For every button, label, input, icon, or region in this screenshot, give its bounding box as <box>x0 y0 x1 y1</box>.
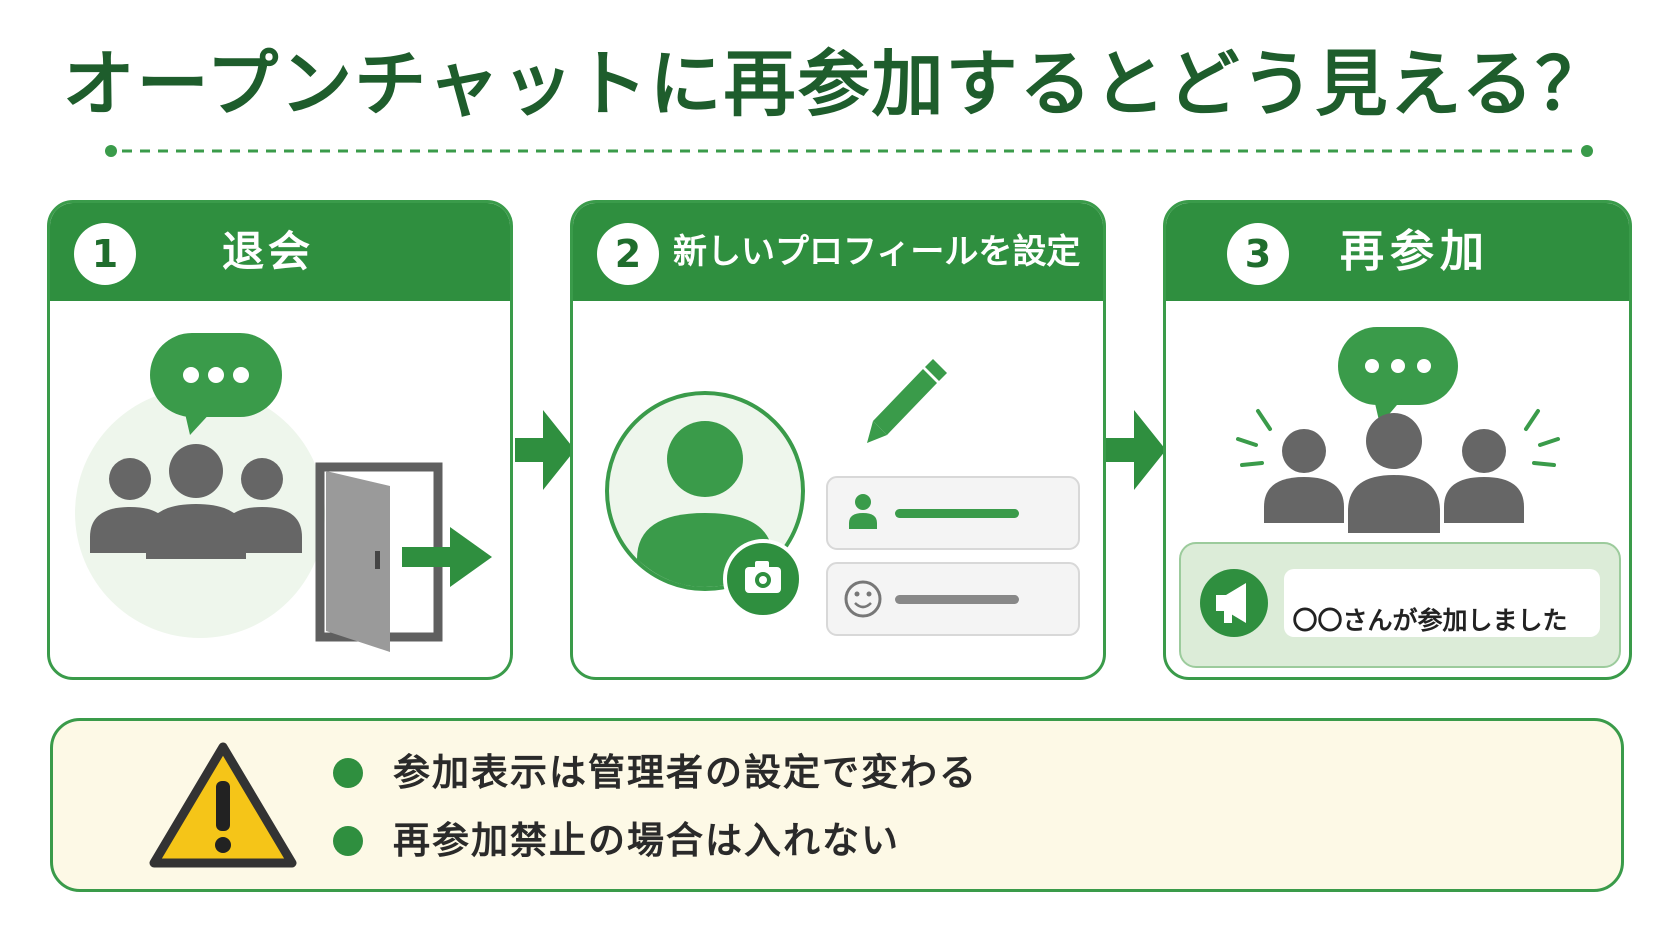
step-title: 退会 <box>222 227 315 276</box>
step-number: 2 <box>597 223 659 285</box>
step-title: 新しいプロフィールを設定 <box>673 232 1081 272</box>
step-illustration <box>1166 301 1629 677</box>
step-header: 2 新しいプロフィールを設定 <box>573 203 1103 301</box>
note-text: 再参加禁止の場合は入れない <box>393 819 900 862</box>
chat-bubble-icon <box>150 333 282 435</box>
notes-box: 参加表示は管理者の設定で変わる 再参加禁止の場合は入れない <box>50 718 1624 892</box>
smiley-field-icon <box>826 562 1080 636</box>
step-title: 再参加 <box>1340 226 1490 277</box>
step-arrow-icon <box>1106 410 1166 490</box>
note-text: 参加表示は管理者の設定で変わる <box>393 751 978 794</box>
bullet-dot <box>333 758 363 788</box>
join-notice-text: 〇〇さんが参加しました <box>1292 606 1568 635</box>
page-title: オープンチャットに再参加するとどう見える？ <box>62 42 1610 126</box>
bullet-dot <box>333 826 363 856</box>
step-card-rejoin: 3 再参加 <box>1163 200 1632 680</box>
step-card-profile: 2 新しいプロフィールを設定 <box>570 200 1106 680</box>
people-group-icon <box>1264 413 1524 533</box>
warning-icon <box>149 742 297 868</box>
step-number: 3 <box>1227 223 1289 285</box>
step-card-leave: 1 退会 <box>47 200 513 680</box>
step-number: 1 <box>74 223 136 285</box>
camera-icon <box>723 539 803 619</box>
step-header: 1 退会 <box>50 203 510 301</box>
title-divider <box>105 145 1593 157</box>
people-group-icon <box>90 444 302 559</box>
pencil-icon <box>867 359 947 443</box>
step-arrow-icon <box>515 410 575 490</box>
sparkle-lines <box>1236 409 1560 467</box>
megaphone-icon <box>1200 569 1268 637</box>
step-header: 3 再参加 <box>1166 203 1629 301</box>
exit-arrow-icon <box>402 527 492 587</box>
person-field-icon <box>826 476 1080 550</box>
notice-bubble <box>1284 569 1600 637</box>
chat-bubble-icon <box>1338 327 1458 425</box>
step-illustration <box>50 301 510 677</box>
step-illustration <box>573 301 1103 677</box>
